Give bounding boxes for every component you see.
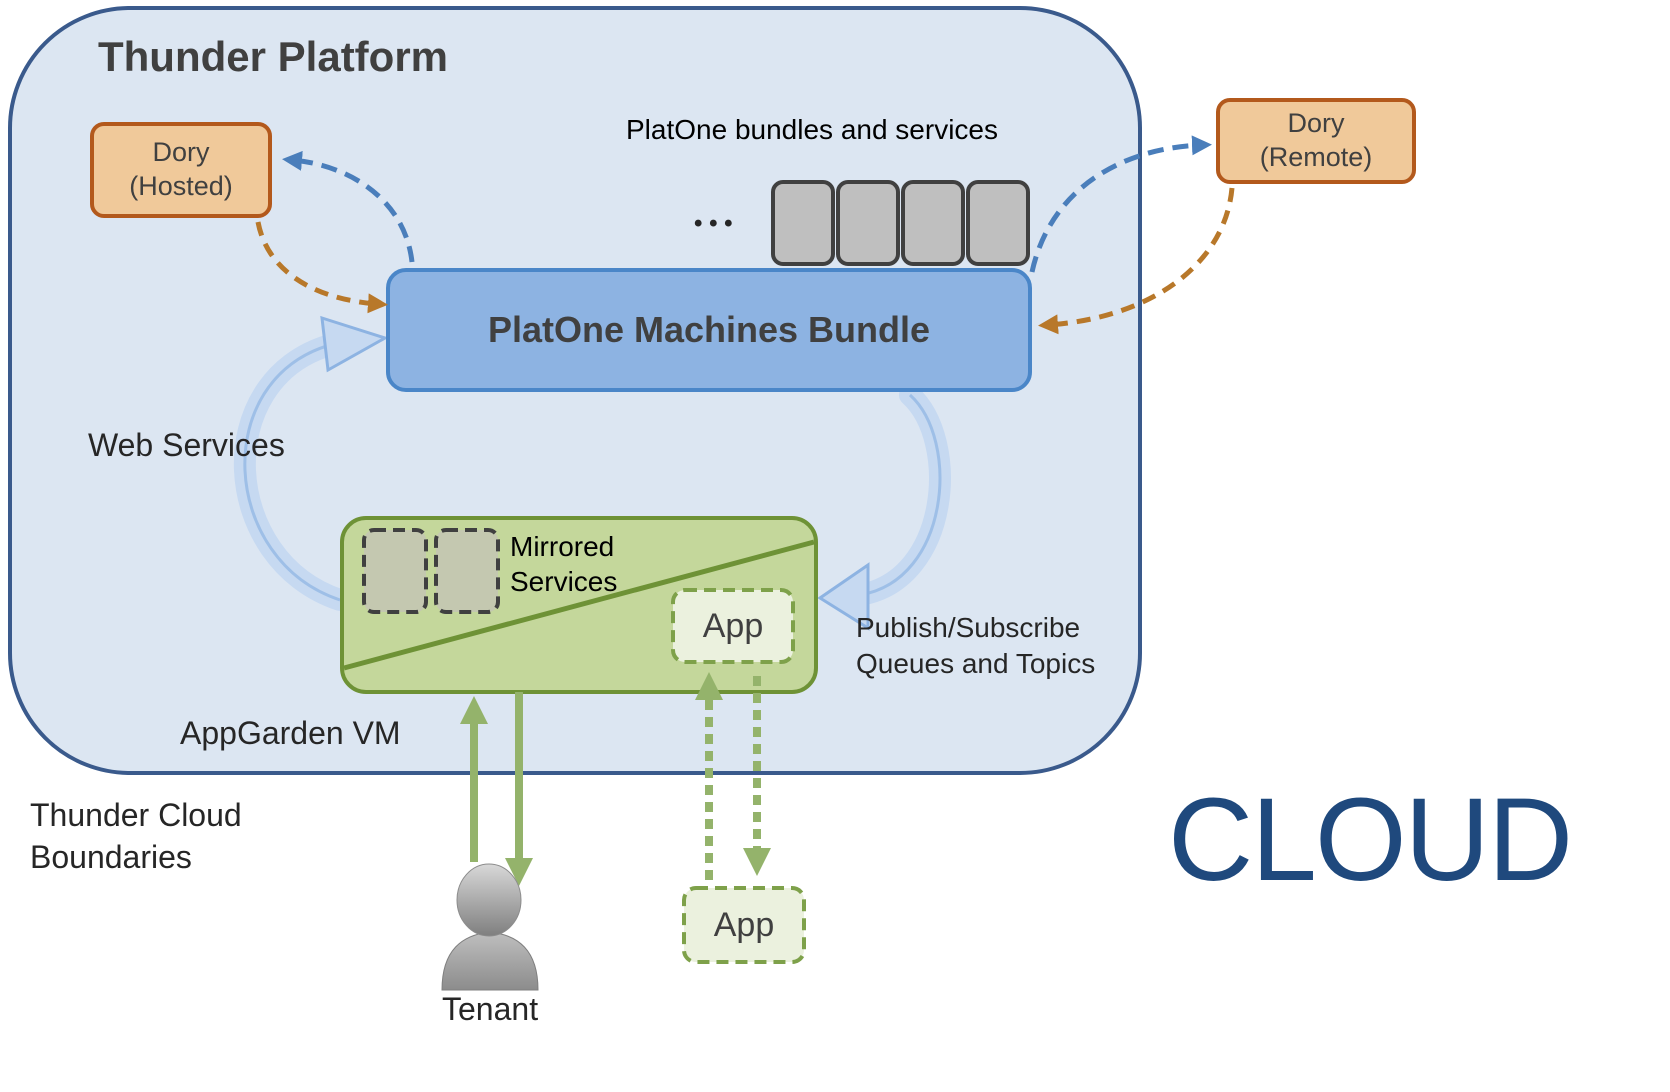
- dory-hosted-blue-arrow: [282, 150, 415, 263]
- app-outer-text: App: [713, 905, 775, 944]
- dory-hosted-orange-arrow: [255, 221, 388, 314]
- dory-hosted-line1: Dory: [152, 137, 210, 168]
- machines-bundle-text: PlatOne Machines Bundle: [487, 309, 931, 350]
- appgarden-divider: [343, 539, 815, 671]
- app-inner-box: [671, 588, 795, 664]
- service-bundle-box: [901, 180, 965, 266]
- dory-remote-line1: Dory: [1287, 108, 1345, 139]
- service-bundle-box: [966, 180, 1030, 266]
- publish-subscribe-arrow: [817, 384, 951, 631]
- bundles-caption: PlatOne bundles and services: [626, 114, 998, 145]
- app-outer-label: App: [684, 888, 804, 962]
- service-bundle-boxes: [771, 180, 1030, 266]
- mirrored-service-box: [362, 528, 428, 614]
- mirrored-line1: Mirrored: [510, 531, 615, 562]
- dory-hosted-line2: (Hosted): [129, 171, 233, 201]
- dory-hosted-label: Dory (Hosted): [92, 124, 270, 216]
- pubsub-line2: Queues and Topics: [856, 648, 1096, 679]
- web-services-label: Web Services: [88, 427, 285, 463]
- boundaries-line2: Boundaries: [30, 839, 192, 875]
- service-bundle-box: [771, 180, 835, 266]
- app-inner-label: App: [673, 590, 793, 662]
- web-services-arrow: [233, 315, 389, 611]
- pubsub-line1: Publish/Subscribe: [856, 612, 1081, 643]
- tenant-label: Tenant: [442, 991, 539, 1027]
- boundaries-line1: Thunder Cloud: [30, 797, 242, 833]
- boundaries-label: Thunder Cloud Boundaries: [30, 794, 242, 878]
- cloud-word: CLOUD: [1168, 774, 1573, 906]
- service-bundle-box: [836, 180, 900, 266]
- app-outer-box: [682, 886, 806, 964]
- machines-bundle-label: PlatOne Machines Bundle: [388, 270, 1030, 390]
- mirrored-line2: Services: [510, 566, 618, 597]
- mirrored-services-label: Mirrored Services: [510, 529, 617, 599]
- pubsub-label: Publish/Subscribe Queues and Topics: [856, 610, 1095, 682]
- mirrored-service-box: [434, 528, 500, 614]
- platform-title: Thunder Platform: [98, 33, 449, 80]
- dory-remote-box: [1216, 98, 1416, 184]
- appgarden-vm-label: AppGarden VM: [180, 715, 401, 751]
- ellipsis: • • •: [694, 210, 733, 237]
- platone-machines-bundle: [386, 268, 1032, 392]
- appgarden-vm: [340, 516, 818, 694]
- dory-remote-label: Dory (Remote): [1218, 100, 1414, 182]
- dory-hosted-box: [90, 122, 272, 218]
- app-inner-text: App: [702, 606, 764, 645]
- tenant-person-icon: [441, 863, 539, 991]
- dory-remote-line2: (Remote): [1259, 142, 1373, 172]
- dory-remote-orange-arrow: [1038, 187, 1235, 335]
- dory-remote-blue-arrow: [1029, 135, 1212, 273]
